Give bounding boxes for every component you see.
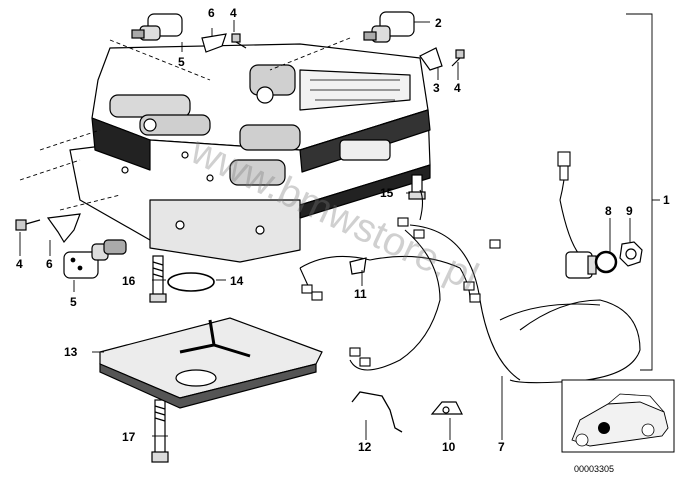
label-part-12: 12	[358, 440, 372, 454]
bolt-16	[149, 255, 167, 303]
label-part-3: 3	[433, 81, 440, 95]
label-part-16: 16	[122, 274, 136, 288]
label-part-8: 8	[605, 204, 612, 218]
label-part-4-top-center: 4	[230, 6, 237, 20]
bracket-upper-left	[201, 33, 227, 53]
label-part-4-left: 4	[16, 257, 23, 271]
bolt-17	[151, 399, 169, 463]
bracket-lower-left	[46, 213, 81, 244]
valve-body	[69, 43, 431, 263]
clamp-10	[430, 401, 463, 415]
label-part-14: 14	[230, 274, 244, 288]
label-part-10: 10	[442, 440, 456, 454]
label-part-5-top: 5	[178, 55, 185, 69]
reference-lines	[19, 13, 660, 440]
label-part-6-left: 6	[46, 257, 53, 271]
bracket-upper-right	[419, 47, 443, 71]
label-part-4-right: 4	[454, 81, 461, 95]
label-part-17: 17	[122, 430, 136, 444]
screw-upper-right	[451, 49, 465, 67]
sealing-ring	[167, 272, 215, 292]
label-part-11: 11	[354, 287, 367, 301]
label-part-7: 7	[498, 440, 505, 454]
wiring-harness	[299, 151, 641, 384]
label-part-15: 15	[380, 186, 394, 200]
solenoid-upper-right	[363, 11, 415, 43]
part-labels: 1 2 3 4 4 4 5 5 6 6 7 8 9 10 11 12 13 14…	[16, 6, 670, 454]
reference-code: 00003305	[574, 464, 614, 474]
holder-12	[351, 391, 403, 433]
location-marker	[598, 422, 610, 434]
vehicle-locator-inset	[561, 379, 675, 453]
solenoid-upper-left	[131, 13, 183, 41]
screw-upper-left	[231, 33, 247, 49]
label-part-1: 1	[663, 193, 670, 207]
label-part-6-top: 6	[208, 6, 215, 20]
o-ring	[594, 250, 618, 274]
label-part-5-left: 5	[70, 295, 77, 309]
label-part-2: 2	[435, 16, 442, 30]
solenoid-lower-left	[63, 239, 127, 279]
bolt-15	[408, 174, 426, 200]
hex-nut	[619, 241, 643, 267]
screw-lower-left	[15, 219, 41, 231]
oil-pan	[99, 317, 323, 409]
connector-plug	[565, 251, 597, 279]
label-part-9: 9	[626, 204, 633, 218]
label-part-13: 13	[64, 345, 78, 359]
